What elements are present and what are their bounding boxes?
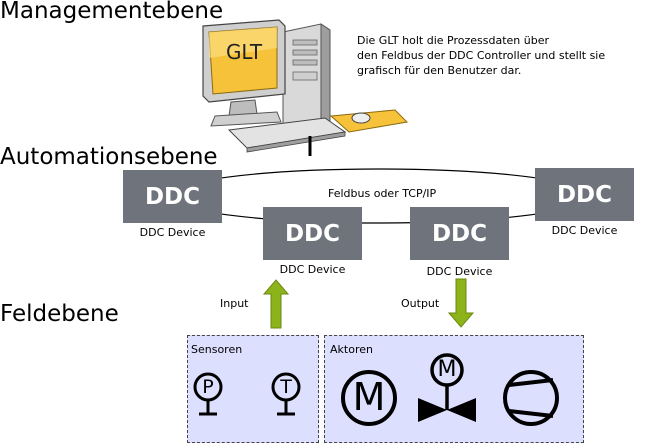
output-arrow-icon bbox=[448, 278, 474, 328]
valve-motor-symbol: M bbox=[437, 357, 457, 382]
sensors-zone-label: Sensoren bbox=[191, 343, 243, 356]
output-label: Output bbox=[401, 297, 440, 310]
automation-level-title: Automationsebene bbox=[0, 144, 218, 170]
glt-workstation-icon bbox=[202, 19, 409, 156]
ddc-controller-1: DDC bbox=[123, 170, 222, 223]
actuators-zone-label: Aktoren bbox=[330, 343, 373, 356]
input-arrow-icon bbox=[263, 279, 289, 329]
motor-symbol: M bbox=[352, 375, 386, 419]
pressure-sensor-icon bbox=[193, 372, 223, 416]
motorized-valve-icon bbox=[418, 353, 476, 422]
ddc-controller-2: DDC bbox=[263, 207, 362, 260]
pump-icon bbox=[503, 370, 559, 426]
ddc-device-label-4: DDC Device bbox=[551, 224, 618, 237]
ddc-device-label-3: DDC Device bbox=[426, 265, 493, 278]
motor-icon bbox=[341, 370, 397, 426]
field-level-title: Feldebene bbox=[0, 301, 119, 327]
ddc-device-label-1: DDC Device bbox=[139, 226, 206, 239]
fieldbus-label: Feldbus oder TCP/IP bbox=[328, 187, 437, 200]
glt-screen-label: GLT bbox=[225, 40, 263, 64]
glt-description-note: Die GLT holt die Prozessdaten über den F… bbox=[357, 34, 606, 77]
ddc-controller-3: DDC bbox=[410, 207, 509, 260]
pressure-sensor-symbol: P bbox=[202, 376, 214, 398]
management-level-title: Managementebene bbox=[0, 0, 224, 24]
sensors-zone bbox=[187, 335, 319, 443]
input-label: Input bbox=[220, 297, 249, 310]
ddc-device-label-2: DDC Device bbox=[279, 263, 346, 276]
temperature-sensor-symbol: T bbox=[280, 376, 292, 398]
temperature-sensor-icon bbox=[271, 372, 301, 416]
ddc-controller-4: DDC bbox=[535, 168, 634, 221]
